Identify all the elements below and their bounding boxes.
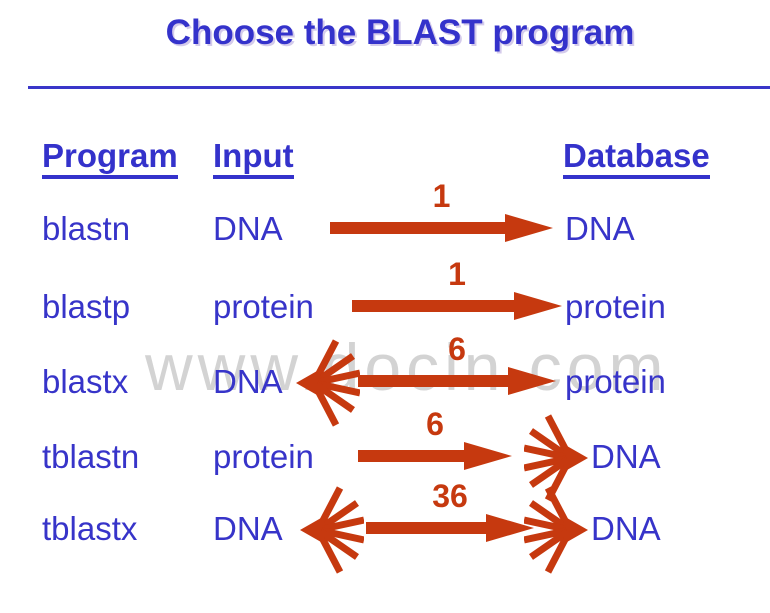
query-arrow-icon bbox=[352, 292, 562, 320]
program-name: blastx bbox=[42, 363, 129, 400]
program-name: tblastn bbox=[42, 438, 140, 475]
program-name: tblastx bbox=[42, 510, 138, 547]
input-type: DNA bbox=[213, 210, 283, 247]
database-type: DNA bbox=[591, 510, 661, 547]
arrow-count-label: 36 bbox=[432, 478, 468, 514]
title-divider bbox=[28, 86, 770, 89]
page-title: Choose the BLAST program bbox=[165, 13, 635, 52]
column-header-program: Program bbox=[42, 137, 178, 180]
query-arrow-icon bbox=[358, 367, 556, 395]
arrow-count-label: 1 bbox=[448, 256, 466, 292]
arrow-count-label: 6 bbox=[426, 406, 444, 442]
translation-fan-left-icon bbox=[296, 339, 360, 427]
column-header-database: Database bbox=[563, 137, 710, 180]
database-type: DNA bbox=[565, 210, 635, 247]
database-type: protein bbox=[565, 288, 666, 325]
translation-fan-right-icon bbox=[524, 486, 588, 574]
translation-fan-right-icon bbox=[524, 414, 588, 502]
program-name: blastp bbox=[42, 288, 131, 325]
input-type: protein bbox=[213, 438, 314, 475]
arrow-count-label: 6 bbox=[448, 331, 466, 367]
query-arrow-icon bbox=[366, 514, 534, 542]
translation-fan-left-icon bbox=[300, 486, 364, 574]
query-arrow-icon bbox=[358, 442, 512, 470]
column-header-input: Input bbox=[213, 137, 294, 180]
input-type: DNA bbox=[213, 510, 283, 547]
input-type: DNA bbox=[213, 363, 283, 400]
arrow-count-label: 1 bbox=[432, 178, 451, 214]
watermark: www.docin.com bbox=[145, 330, 669, 404]
query-arrow-icon bbox=[330, 214, 553, 242]
input-type: protein bbox=[213, 288, 314, 325]
database-type: protein bbox=[565, 363, 666, 400]
database-type: DNA bbox=[591, 438, 661, 475]
program-name: blastn bbox=[42, 210, 131, 247]
